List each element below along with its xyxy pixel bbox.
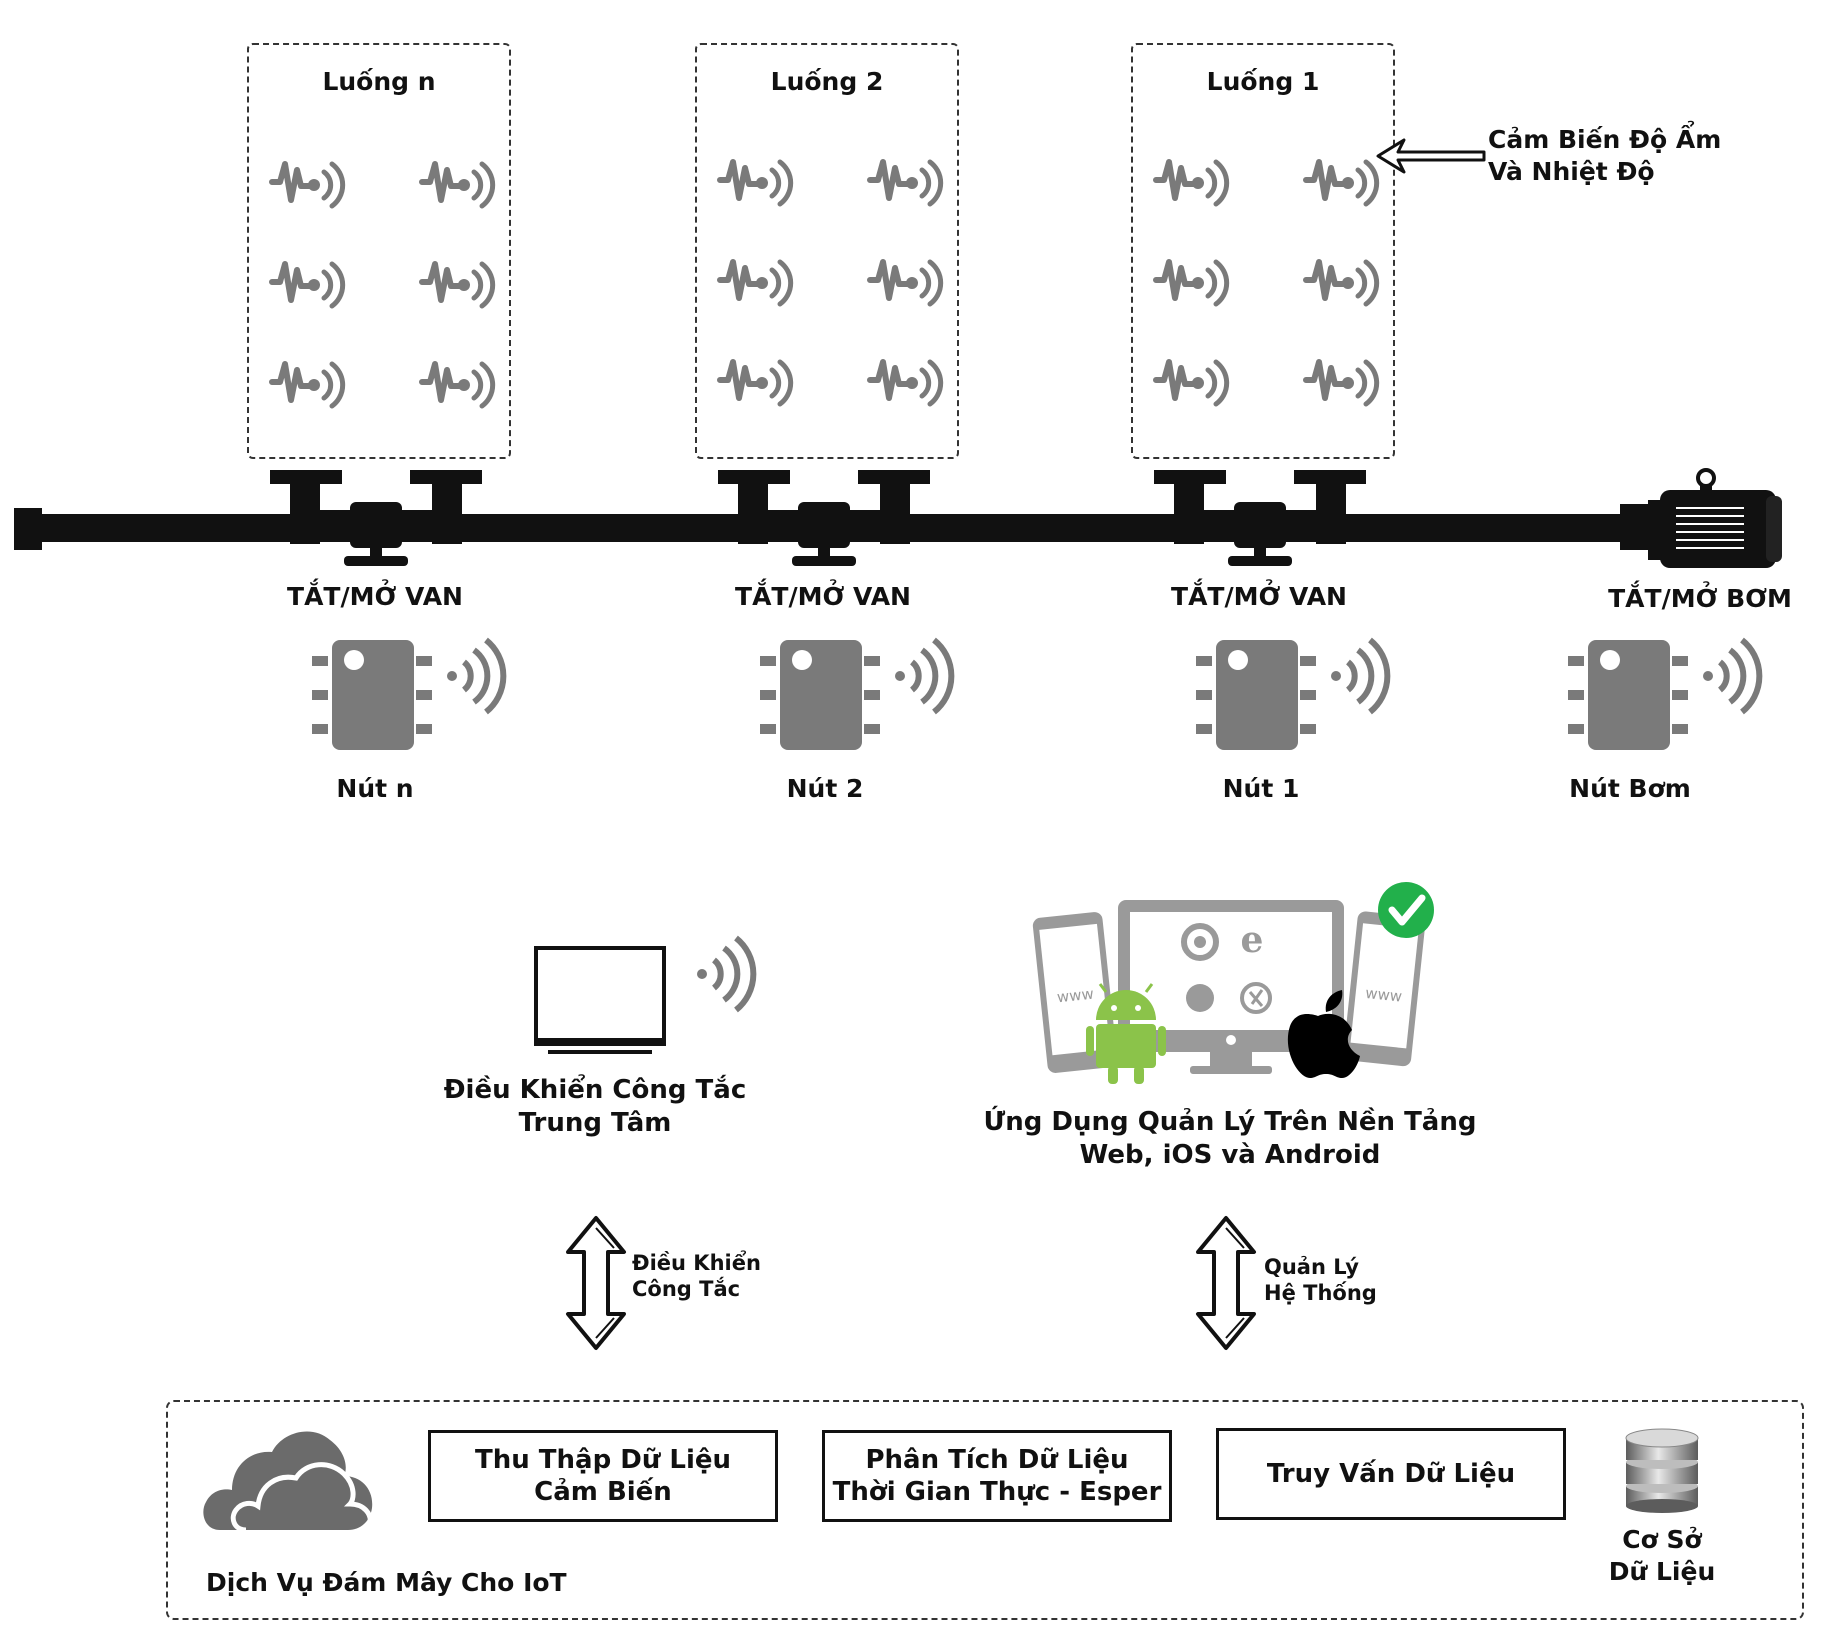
bed-n: Luống n: [247, 43, 511, 459]
firefox-icon: [1186, 984, 1214, 1012]
realtime-analysis-line1: Phân Tích Dữ Liệu: [865, 1445, 1129, 1475]
arrow-left-label: Điều Khiển Công Tắc: [632, 1250, 761, 1302]
monitor-icon: [534, 935, 757, 1054]
collect-data-line2: Cảm Biến: [534, 1477, 672, 1507]
sensor-icon: [272, 264, 343, 306]
phone-right-icon: www: [1343, 911, 1426, 1067]
bed-title: Luống 1: [1206, 67, 1320, 96]
apple-icon: [1287, 990, 1360, 1078]
pipeline: [14, 468, 1782, 568]
check-icon: [1378, 882, 1434, 938]
arrow-right-label-line2: Hệ Thống: [1264, 1281, 1377, 1305]
sensor-annotation: Cảm Biến Độ Ẩm Và Nhiệt Độ: [1488, 124, 1721, 188]
bed-title: Luống 2: [770, 67, 884, 96]
controller-label: Điều Khiển Công Tắc Trung Tâm: [430, 1074, 760, 1140]
svg-text:www: www: [1056, 985, 1094, 1007]
bed-2: Luống 2: [695, 43, 959, 459]
valve-label-1: TẮT/MỞ VAN: [1171, 582, 1347, 611]
sensor-annotation-line1: Cảm Biến Độ Ẩm: [1488, 125, 1722, 154]
apps-label: Ứng Dụng Quản Lý Trên Nền Tảng Web, iOS …: [980, 1106, 1480, 1172]
arrow-left-label-line1: Điều Khiển: [632, 1251, 761, 1275]
svg-text:www: www: [1364, 984, 1402, 1006]
node-n-chip-icon: [312, 640, 552, 760]
controller-label-line1: Điều Khiển Công Tắc: [443, 1075, 747, 1105]
sensor-icon: [1306, 262, 1377, 304]
sensor-icon: [1156, 362, 1227, 404]
sensor-icon: [422, 364, 493, 406]
node-1-chip-icon: [1196, 640, 1436, 760]
realtime-analysis-line2: Thời Gian Thực - Esper: [832, 1477, 1162, 1507]
query-data-box: Truy Vấn Dữ Liệu: [1216, 1428, 1566, 1520]
sensor-icon: [1156, 262, 1227, 304]
valve-label-2: TẮT/MỞ VAN: [735, 582, 911, 611]
sensor-icon: [272, 164, 343, 206]
apps-label-line2: Web, iOS và Android: [1079, 1140, 1381, 1170]
sensor-icon: [1306, 362, 1377, 404]
query-data-line1: Truy Vấn Dữ Liệu: [1266, 1459, 1516, 1489]
database-label-line1: Cơ Sở: [1622, 1525, 1702, 1554]
valve-icon: [270, 470, 482, 566]
ie-icon: e: [1241, 919, 1264, 961]
node-2-chip-icon: [760, 640, 1000, 760]
sensor-icon: [422, 264, 493, 306]
double-arrow-right-icon: [1196, 1216, 1256, 1350]
sensor-grid: [249, 45, 509, 457]
sensor-icon: [422, 164, 493, 206]
valve-icon: [1154, 470, 1366, 566]
collect-data-line1: Thu Thập Dữ Liệu: [474, 1445, 732, 1475]
sensor-icon: [1306, 162, 1377, 204]
sensor-icon: [870, 262, 941, 304]
node-label-1: Nút 1: [1222, 774, 1300, 803]
arrow-left-label-line2: Công Tắc: [632, 1277, 741, 1301]
node-label-n: Nút n: [336, 774, 414, 803]
node-label-2: Nút 2: [786, 774, 864, 803]
node-label-pump: Nút Bơm: [1569, 774, 1691, 803]
cloud-services-frame: [166, 1400, 1804, 1620]
apps-label-line1: Ứng Dụng Quản Lý Trên Nền Tảng: [983, 1107, 1477, 1137]
sensor-icon: [1156, 162, 1227, 204]
arrow-right-label-line1: Quản Lý: [1264, 1255, 1359, 1279]
sensor-icon: [720, 162, 791, 204]
chrome-icon: [1181, 923, 1219, 961]
android-icon: [1086, 983, 1166, 1084]
bed-1: Luống 1: [1131, 43, 1395, 459]
sensor-icon: [870, 362, 941, 404]
valve-label-n: TẮT/MỞ VAN: [287, 582, 463, 611]
database-label: Cơ Sở Dữ Liệu: [1592, 1524, 1732, 1588]
pump-label: TẮT/MỞ BƠM: [1608, 584, 1792, 613]
valve-icon: [718, 470, 930, 566]
controller-label-line2: Trung Tâm: [518, 1108, 672, 1138]
double-arrow-left-icon: [566, 1216, 626, 1350]
pump-motor-icon: [1648, 468, 1782, 568]
safari-icon: [1240, 982, 1272, 1014]
node-pump-chip-icon: [1568, 640, 1808, 760]
bed-title: Luống n: [322, 67, 436, 96]
sensor-grid: [697, 45, 957, 457]
sensor-icon: [272, 364, 343, 406]
database-icon: [1625, 1428, 1699, 1513]
sensor-grid: [1133, 45, 1393, 457]
database-label-line2: Dữ Liệu: [1608, 1557, 1716, 1586]
sensor-icon: [720, 262, 791, 304]
annotation-arrow-icon: [1376, 138, 1486, 174]
sensor-icon: [870, 162, 941, 204]
cloud-icon: [203, 1431, 373, 1535]
arrow-right-label: Quản Lý Hệ Thống: [1264, 1254, 1377, 1306]
cloud-label: Dịch Vụ Đám Mây Cho IoT: [206, 1568, 567, 1597]
sensor-annotation-line2: Và Nhiệt Độ: [1488, 157, 1655, 186]
sensor-icon: [720, 362, 791, 404]
multi-platform-apps-icon: e www www: [1032, 882, 1434, 1084]
